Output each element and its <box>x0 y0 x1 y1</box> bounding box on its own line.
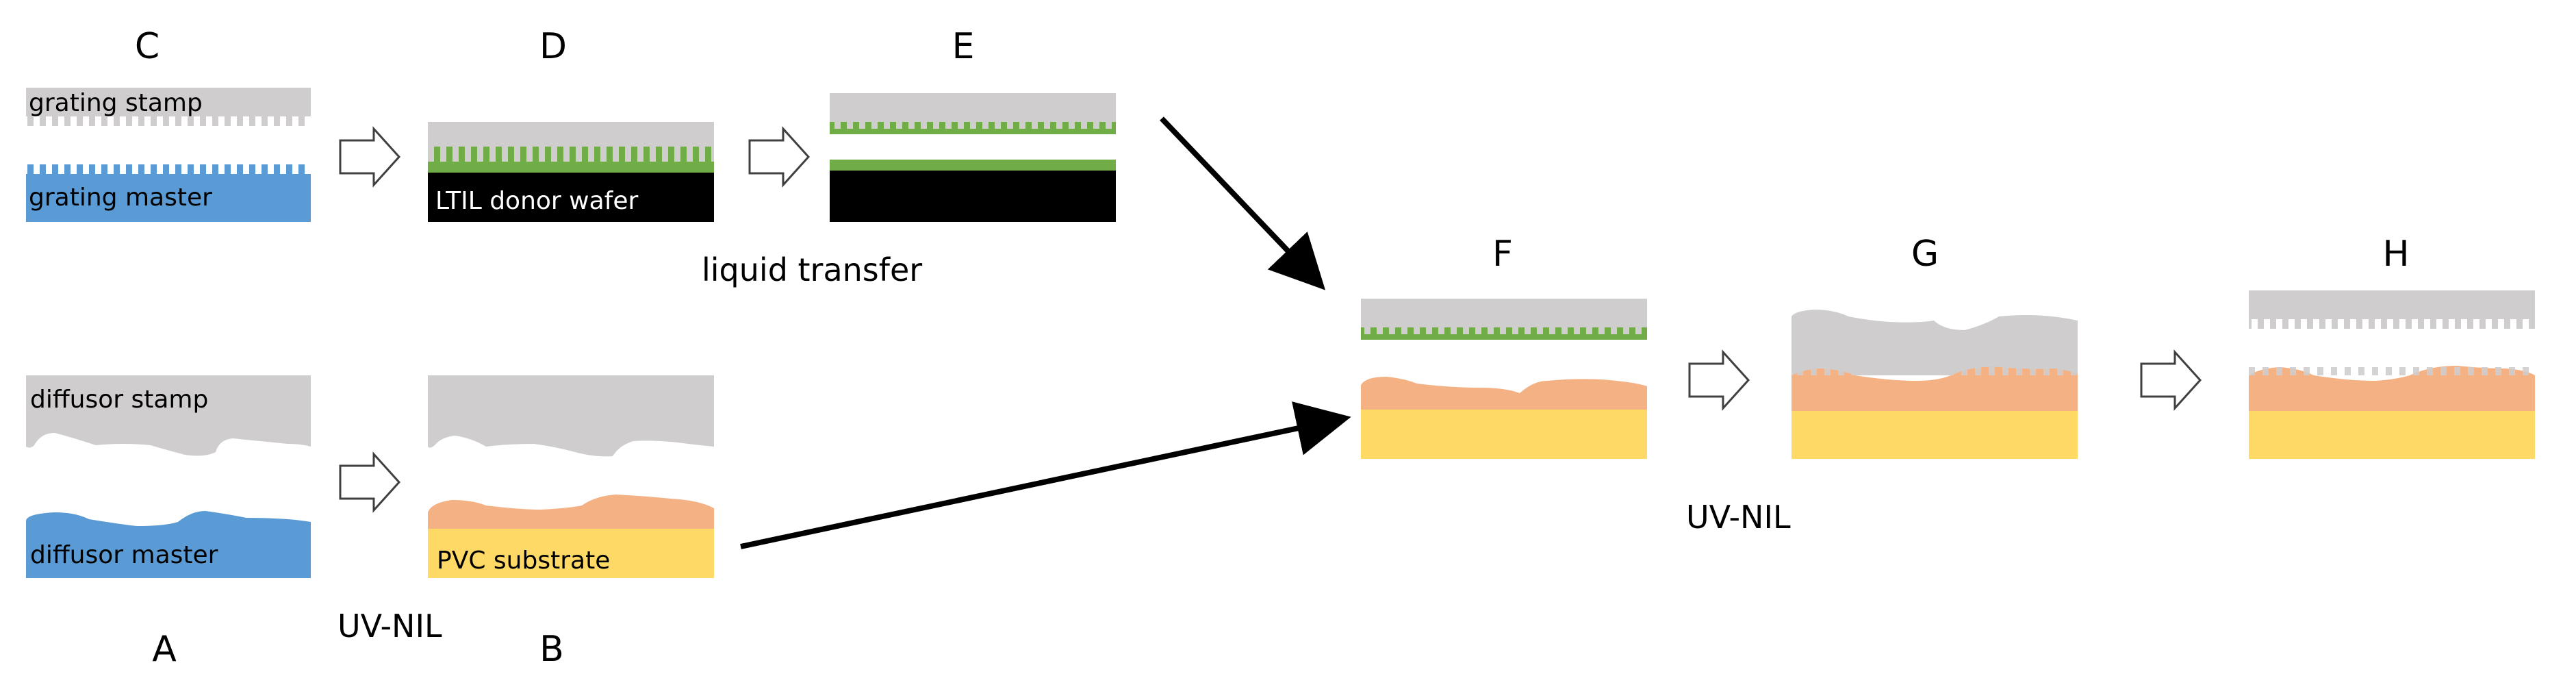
arrow-e-to-f <box>1160 116 1326 290</box>
ltil-donor-wafer-label: LTIL donor wafer <box>435 187 638 215</box>
grating-master-body <box>26 174 311 222</box>
orange-teeth-g <box>1791 367 2078 375</box>
liquid-transfer-label: liquid transfer <box>702 251 922 288</box>
diffusor-master-body <box>26 511 311 578</box>
panel-letter-g: G <box>1911 234 1939 275</box>
orange-resist-f <box>1361 377 1647 410</box>
grating-stamp-h-teeth <box>2249 319 2535 329</box>
orange-resist-b <box>428 495 714 529</box>
panel-letter-h: H <box>2382 234 2409 275</box>
diffusor-stamp-on-substrate <box>428 375 714 457</box>
panel-b: PVC substrate <box>428 375 714 578</box>
panel-a: diffusor stamp diffusor master <box>26 375 311 578</box>
panel-letter-a: A <box>152 629 177 670</box>
grating-stamp-teeth <box>26 116 311 126</box>
substrate-g <box>1791 411 2078 459</box>
arrow-b-to-f <box>740 401 1351 549</box>
process-arrow-c-d <box>339 126 401 188</box>
panel-letter-b: B <box>539 629 564 670</box>
green-resist-d <box>428 162 714 173</box>
wafer-e <box>830 171 1116 222</box>
process-arrow-d-e <box>748 126 811 188</box>
uv-nil-label-right: UV-NIL <box>1686 499 1791 536</box>
process-arrow-g-h <box>2140 349 2202 411</box>
diffusor-master-label: diffusor master <box>30 541 218 569</box>
green-layer-e-bottom <box>830 160 1116 171</box>
panel-h <box>2249 290 2535 459</box>
diffusor-stamp-body <box>26 375 311 456</box>
panel-letter-e: E <box>952 26 975 67</box>
panel-d: LTIL donor wafer <box>428 122 714 222</box>
stamp-e <box>830 93 1116 122</box>
panel-c: grating stamp grating master <box>26 88 311 222</box>
process-arrow-a-b <box>339 451 401 513</box>
pvc-substrate-label: PVC substrate <box>437 547 610 575</box>
orange-teeth-h <box>2249 367 2535 375</box>
panel-letter-f: F <box>1492 234 1513 275</box>
diffusor-stamp-label: diffusor stamp <box>30 386 208 414</box>
panel-g <box>1791 310 2078 459</box>
grating-master-label: grating master <box>29 184 212 212</box>
green-layer-f <box>1361 334 1647 340</box>
green-layer-e-top <box>830 129 1116 134</box>
process-arrow-f-g <box>1688 349 1750 411</box>
green-teeth-f <box>1361 327 1647 334</box>
grating-master-teeth <box>26 164 311 174</box>
substrate-h <box>2249 411 2535 459</box>
panel-letter-c: C <box>135 26 160 67</box>
substrate-f <box>1361 410 1647 459</box>
stamp-on-wafer <box>428 122 714 147</box>
panel-letter-d: D <box>539 26 567 67</box>
green-resist-teeth-d <box>428 147 714 162</box>
stamp-g <box>1791 310 2078 375</box>
stamp-e-teeth-green <box>830 122 1116 129</box>
orange-resist-h <box>2249 366 2535 411</box>
grating-stamp-body <box>26 88 311 116</box>
grating-stamp-f <box>1361 299 1647 327</box>
orange-resist-g <box>1791 366 2078 411</box>
donor-wafer <box>428 173 714 222</box>
grating-stamp-label: grating stamp <box>29 89 203 117</box>
pvc-substrate-body <box>428 529 714 578</box>
panel-f <box>1361 299 1647 459</box>
grating-stamp-h <box>2249 290 2535 319</box>
uv-nil-label-left: UV-NIL <box>337 608 442 645</box>
panel-e <box>830 93 1116 222</box>
